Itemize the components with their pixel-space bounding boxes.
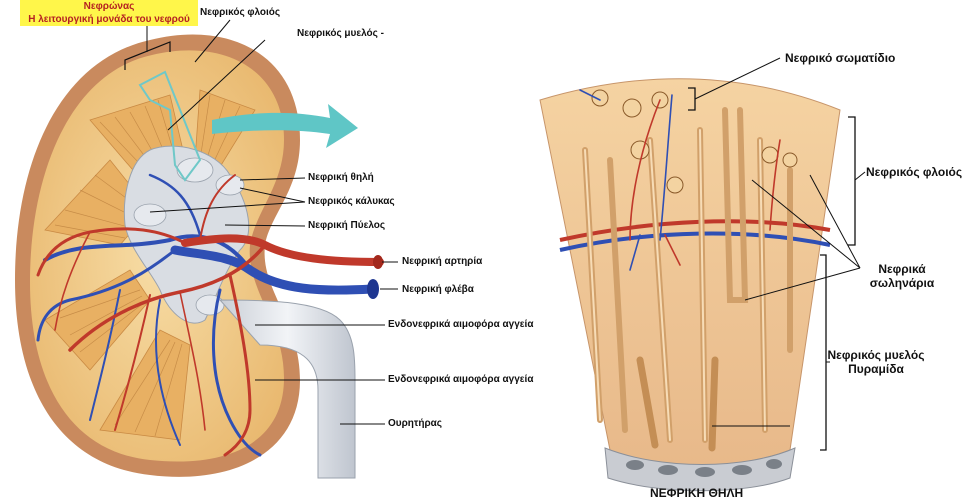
artery-cut-end (373, 255, 383, 269)
renal-arteries (36, 174, 384, 457)
tubule-highlights (584, 129, 766, 441)
kidney-section (15, 34, 384, 479)
nephron-detail (539, 78, 856, 492)
label-right-cortex: Νεφρικός φλοιός (866, 165, 963, 179)
glomeruli (591, 89, 798, 194)
nephron-outline (138, 70, 202, 182)
papilla-openings (626, 459, 782, 477)
renal-veins (36, 173, 377, 457)
label-renal-calyx: Νεφρικός κάλυκας (308, 196, 395, 207)
nephron-title: Νεφρώνας (83, 1, 135, 12)
cortex-bracket (848, 116, 856, 246)
fan-wedge (539, 78, 841, 466)
right-leader-lines (694, 57, 866, 427)
nephron-label-box: Νεφρώνας Η λειτουργική μονάδα του νεφρού (20, 0, 198, 26)
label-renal-artery: Νεφρική αρτηρία (402, 256, 483, 267)
label-intrarenal-vessels-1: Ενδονεφρικά αιμοφόρα αγγεία (388, 319, 534, 330)
zoom-arrow (212, 104, 358, 148)
collecting-ducts (636, 356, 719, 452)
label-renal-papilla: Νεφρική θηλή (308, 172, 374, 183)
label-renal-corpuscle: Νεφρικό σωματίδιο (785, 51, 896, 65)
vein-cut-end (367, 279, 379, 299)
label-renal-pelvis: Νεφρική Πύελος (308, 220, 386, 231)
nephron-subtitle: Η λειτουργική μονάδα του νεφρού (28, 14, 190, 25)
label-renal-tubules: Νεφρικά σωληνάρια (862, 262, 942, 290)
label-medulla-pyramid-line2: Πυραμίδα (848, 362, 904, 376)
label-renal-vein: Νεφρική φλέβα (402, 284, 474, 295)
label-renal-cortex: Νεφρικός φλοιός (200, 7, 281, 18)
label-renal-medulla: Νεφρικός μυελός - (297, 28, 384, 39)
left-leader-lines (146, 19, 398, 425)
label-medulla-pyramid: Νεφρικός μυελός Πυραμίδα (820, 348, 932, 376)
label-papilla-caps: ΝΕΦΡΙΚΗ ΘΗΛΗ (650, 486, 744, 500)
label-ureter: Ουρητήρας (388, 418, 442, 429)
ureter-shape (218, 299, 356, 479)
label-intrarenal-vessels-2: Ενδονεφρικά αιμοφόρα αγγεία (388, 374, 534, 385)
medulla-bracket (820, 254, 827, 451)
label-renal-tubules-line1: Νεφρικά (878, 262, 926, 276)
label-renal-tubules-line2: σωληνάρια (869, 276, 935, 290)
cortex-vessels (579, 89, 781, 271)
label-medulla-pyramid-line1: Νεφρικός μυελός (827, 348, 925, 362)
